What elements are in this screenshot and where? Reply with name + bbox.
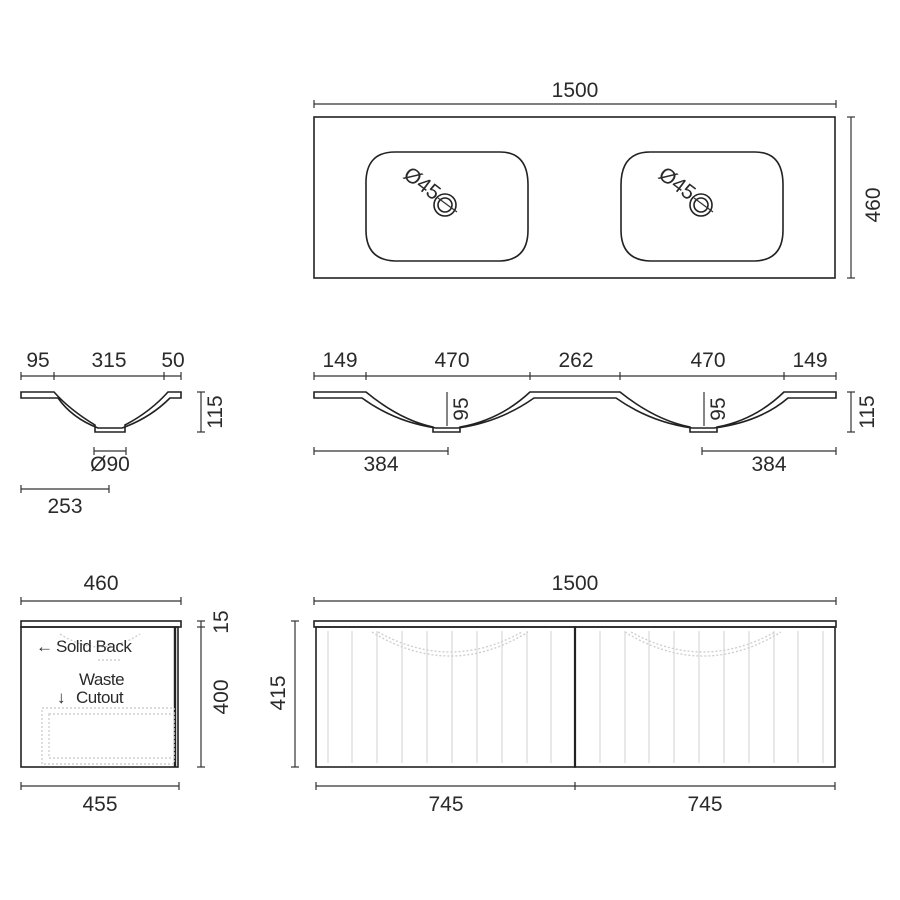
front-dim-470-right: 470 — [690, 349, 725, 372]
waste-inner-ring — [693, 197, 709, 213]
cabinet-front-width: 1500 — [313, 572, 837, 605]
cabinet-side-view: 460 ← Solid Back Waste ↓ Cutout 15 400 4… — [20, 572, 233, 816]
front-bowl-depth-left: 95 — [450, 397, 473, 420]
plan-depth-dimension: 460 — [847, 116, 885, 279]
cabinet-side-heights: 15 400 — [197, 610, 233, 768]
side-dim-50: 50 — [161, 349, 184, 372]
waste-note-line2: Cutout — [76, 688, 124, 707]
cabinet-side-top-width: 460 — [20, 572, 182, 605]
front-section: 149 470 262 470 149 95 95 115 384 384 — [313, 349, 879, 476]
cabinet-front-height: 415 — [267, 620, 299, 768]
basin-right: Ø45 — [620, 151, 784, 262]
side-height-dimension: 115 — [197, 391, 227, 433]
plan-width-dimension: 1500 — [313, 79, 837, 108]
front-basin-profile — [313, 391, 837, 433]
front-height-dimension: 115 — [847, 391, 879, 433]
waste-outer-ring — [689, 193, 713, 217]
cabinet-side-body — [20, 626, 179, 768]
cabinet-side-top-thickness-label: 15 — [210, 610, 233, 633]
cabinet-side-bottom-width: 455 — [20, 782, 180, 816]
vanity-top-outline — [313, 116, 836, 279]
cabinet-side-height-label: 400 — [210, 679, 233, 714]
front-top-dimensions: 149 470 262 470 149 — [313, 349, 837, 380]
drawer-left — [315, 626, 576, 768]
drawer-width-dimensions: 745 745 — [315, 782, 836, 816]
drawer-right-width-label: 745 — [687, 793, 722, 816]
front-left-offset-label: 384 — [363, 453, 398, 476]
cabinet-side-top — [20, 620, 182, 628]
side-waste-dimension: Ø90 — [90, 447, 130, 476]
solid-back-note: Solid Back — [56, 637, 132, 656]
waste-note-line1: Waste — [79, 670, 124, 689]
side-offset-dimension: 253 — [20, 485, 110, 518]
side-waste-label: Ø90 — [90, 453, 130, 476]
front-right-offset: 384 — [701, 447, 837, 476]
front-dim-149-right: 149 — [792, 349, 827, 372]
side-dim-95: 95 — [26, 349, 49, 372]
cabinet-front-view: 1500 415 — [267, 572, 837, 816]
front-dim-262: 262 — [558, 349, 593, 372]
cabinet-side-top-width-label: 460 — [83, 572, 118, 595]
drawer-right — [574, 626, 836, 768]
plan-view: 1500 460 Ø45 Ø45 — [313, 79, 885, 279]
front-dim-470-left: 470 — [434, 349, 469, 372]
front-bowl-depth-right: 95 — [707, 397, 730, 420]
arrow-down-icon: ↓ — [57, 688, 65, 707]
arrow-left-icon: ← — [36, 637, 53, 656]
drawer-left-width-label: 745 — [428, 793, 463, 816]
front-height-label: 115 — [856, 395, 879, 428]
basin-left: Ø45 — [365, 151, 529, 262]
cabinet-front-height-label: 415 — [267, 675, 290, 710]
waste-outer-ring — [433, 193, 457, 217]
front-dim-149-left: 149 — [322, 349, 357, 372]
plan-depth-label: 460 — [862, 187, 885, 222]
front-left-offset: 384 — [313, 447, 449, 476]
cabinet-front-top — [313, 620, 837, 628]
side-basin-profile — [20, 391, 182, 433]
side-dim-315: 315 — [91, 349, 126, 372]
plan-width-label: 1500 — [552, 79, 599, 102]
side-height-label: 115 — [204, 395, 227, 428]
side-top-dimensions: 95 315 50 — [20, 349, 185, 380]
side-offset-label: 253 — [47, 495, 82, 518]
cabinet-side-bottom-width-label: 455 — [82, 793, 117, 816]
cabinet-front-width-label: 1500 — [552, 572, 599, 595]
front-right-offset-label: 384 — [751, 453, 786, 476]
side-section: 95 315 50 115 Ø90 253 — [20, 349, 227, 518]
waste-inner-ring — [437, 197, 453, 213]
